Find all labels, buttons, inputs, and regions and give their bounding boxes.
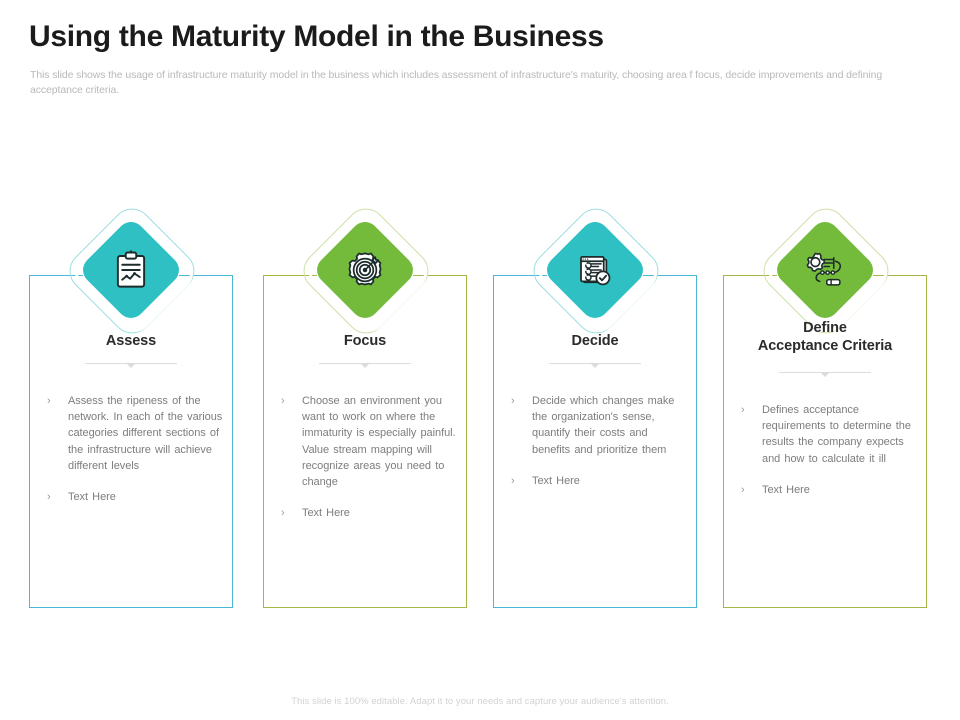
chevron-right-icon: › <box>741 404 745 416</box>
chevron-right-icon: › <box>47 491 51 504</box>
page-title: Using the Maturity Model in the Business <box>29 20 604 53</box>
footer-note: This slide is 100% editable. Adapt it to… <box>291 696 669 707</box>
clipboard-chart-icon <box>110 249 152 291</box>
card-divider <box>319 363 411 368</box>
list-item: › Choose an environment you want to work… <box>278 393 459 490</box>
badge-focus <box>295 200 437 342</box>
card-title-define-acceptance-criteria: Define Acceptance Criteria <box>723 319 927 355</box>
badge-assess <box>61 200 203 342</box>
checklist-approved-icon <box>574 249 616 291</box>
maturity-columns: Assess › Assess the ripeness of the netw… <box>0 200 960 620</box>
chevron-right-icon: › <box>281 507 285 520</box>
list-item: › Defines acceptance requirements to det… <box>738 402 919 467</box>
card-title-line-1: Define <box>803 320 847 336</box>
list-item: › Decide which changes make the organiza… <box>508 393 689 458</box>
bullet-list-focus: › Choose an environment you want to work… <box>278 393 459 536</box>
list-item-text: Text Here <box>302 507 350 520</box>
chevron-right-icon: › <box>741 483 745 496</box>
card-divider <box>549 363 641 368</box>
list-item-text: Decide which changes make the organizati… <box>532 395 675 456</box>
page-subtitle: This slide shows the usage of infrastruc… <box>30 69 883 96</box>
badge-decide <box>525 200 667 342</box>
badge-define-acceptance-criteria <box>755 200 897 342</box>
card-title-assess: Assess <box>105 333 157 349</box>
list-item-text: Text Here <box>532 474 580 487</box>
list-item-text: Defines acceptance requirements to deter… <box>762 404 911 465</box>
list-item: › Text Here <box>44 489 225 505</box>
list-item-text: Assess the ripeness of the network. In e… <box>68 395 223 472</box>
list-item-text: Text Here <box>762 483 810 496</box>
list-item: › Text Here <box>738 482 919 498</box>
list-item-text: Text Here <box>68 491 116 504</box>
card-title-line-2: Acceptance Criteria <box>757 338 893 354</box>
list-item-text: Choose an environment you want to work o… <box>302 395 456 489</box>
bullet-list-decide: › Decide which changes make the organiza… <box>508 393 689 504</box>
list-item: › Assess the ripeness of the network. In… <box>44 393 225 474</box>
card-title-focus: Focus <box>343 333 387 349</box>
column-assess[interactable]: Assess › Assess the ripeness of the netw… <box>29 200 233 620</box>
gear-target-icon <box>344 249 386 291</box>
list-item: › Text Here <box>508 473 689 489</box>
card-divider <box>85 363 177 368</box>
chevron-right-icon: › <box>281 395 285 407</box>
chevron-right-icon: › <box>511 395 515 407</box>
card-title-decide: Decide <box>571 333 619 349</box>
bullet-list-define-acceptance-criteria: › Defines acceptance requirements to det… <box>738 402 919 513</box>
column-focus[interactable]: Focus › Choose an environment you want t… <box>263 200 467 620</box>
bullet-list-assess: › Assess the ripeness of the network. In… <box>44 393 225 520</box>
card-divider <box>779 372 871 377</box>
gear-process-pen-icon <box>804 249 846 291</box>
list-item: › Text Here <box>278 505 459 521</box>
column-define-acceptance-criteria[interactable]: Define Acceptance Criteria › Defines acc… <box>723 200 927 620</box>
chevron-right-icon: › <box>511 474 515 487</box>
chevron-right-icon: › <box>47 395 51 407</box>
column-decide[interactable]: Decide › Decide which changes make the o… <box>493 200 697 620</box>
